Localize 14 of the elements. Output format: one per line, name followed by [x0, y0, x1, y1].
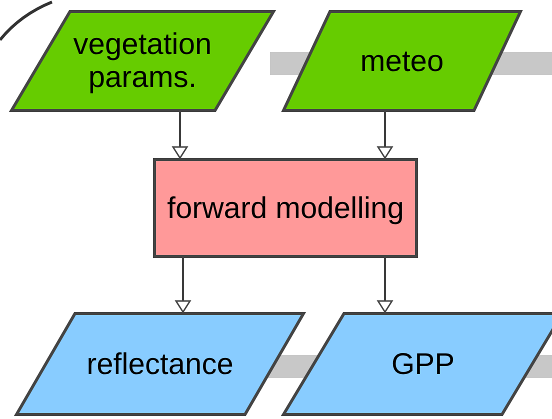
data-parallelogram: [10, 10, 275, 112]
node-label: forward modelling: [166, 192, 405, 224]
data-parallelogram: [15, 312, 305, 416]
node-label: vegetation params.: [72, 28, 213, 94]
arrow: [174, 258, 192, 314]
node-label: reflectance: [86, 348, 234, 380]
node-label: meteo: [359, 44, 445, 78]
process-box: [153, 158, 418, 258]
arrow: [376, 258, 394, 314]
arrow: [172, 112, 188, 160]
data-parallelogram: [282, 312, 552, 416]
node-label: GPP: [390, 348, 456, 380]
data-parallelogram: [282, 10, 522, 112]
arrow: [376, 112, 394, 160]
